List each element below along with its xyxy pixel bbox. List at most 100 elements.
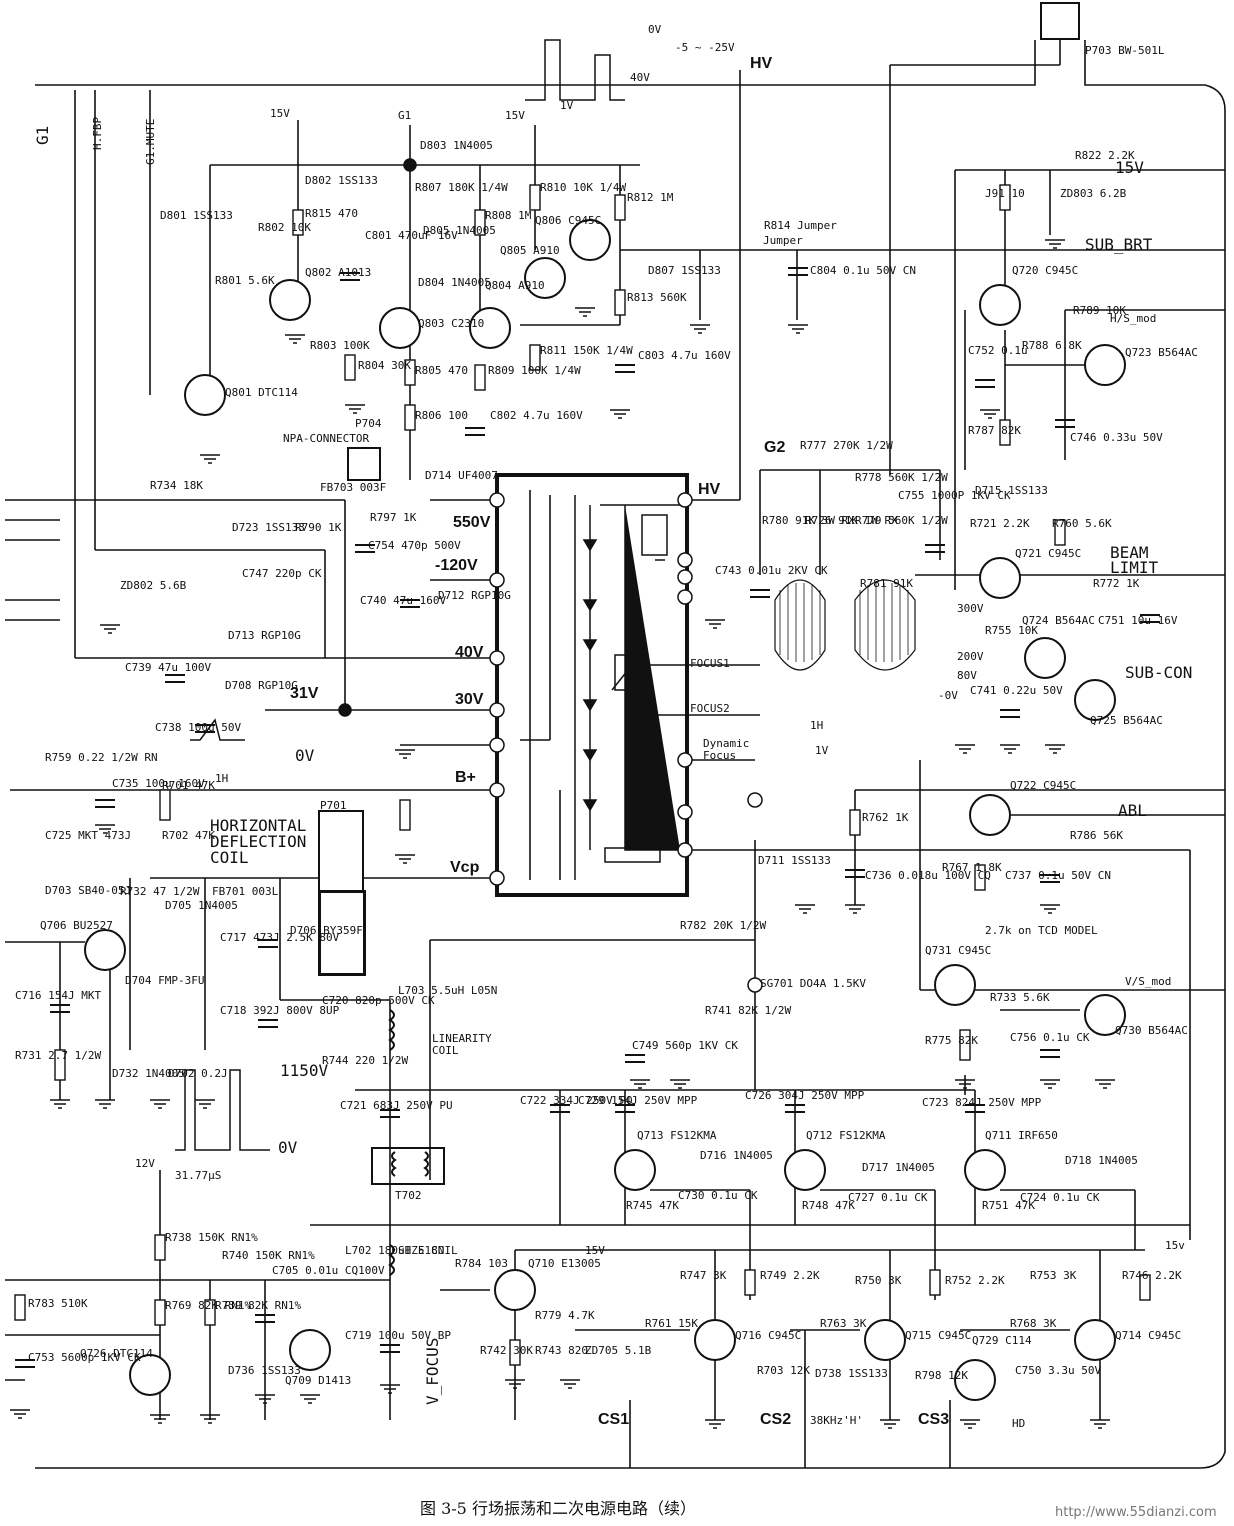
label-neg-supply: -5 ~ -25V bbox=[675, 41, 735, 54]
comp-label: R788 6.8K bbox=[1022, 339, 1082, 352]
comp-label: C727 0.1u CK bbox=[848, 1191, 928, 1204]
signal-38khz: 38KHz'H' bbox=[810, 1414, 863, 1427]
label-15v-bottom: 15V bbox=[585, 1244, 605, 1257]
comp-label: D713 RGP10G bbox=[228, 629, 301, 642]
comp-label: R769 82K RN1% bbox=[165, 1299, 252, 1312]
comp-label: Q731 C945C bbox=[925, 944, 992, 957]
comp-label: C725 MKT 473J bbox=[45, 829, 132, 842]
comp-label: C747 220p CK bbox=[242, 567, 322, 580]
comp-label: C746 0.33u 50V bbox=[1070, 431, 1163, 444]
comp-label: C804 0.1u 50V CN bbox=[810, 264, 916, 277]
comp-label: C803 4.7u 160V bbox=[638, 349, 731, 362]
comp-label: R760 5.6K bbox=[1052, 517, 1112, 530]
comp-label: R789 10K bbox=[1073, 304, 1126, 317]
comp-label: C753 5600p 1KV CK bbox=[28, 1351, 141, 1364]
comp-label: R781 91K bbox=[860, 577, 913, 590]
comp-label: C705 0.01u CQ100V bbox=[272, 1264, 385, 1277]
comp-label: L703 5.5uH L05N bbox=[398, 984, 498, 997]
comp-label: Q712 FS12KMA bbox=[806, 1129, 886, 1142]
comp-label: C755 1000P 1KV CK bbox=[898, 489, 1011, 502]
signal-focus2: FOCUS2 bbox=[690, 702, 730, 715]
comp-label: R786 56K bbox=[1070, 829, 1123, 842]
label-1v-right: 1V bbox=[815, 744, 829, 757]
label-jumper: Jumper bbox=[763, 234, 803, 247]
label-0v-b: 0V bbox=[295, 746, 315, 765]
comp-label: D705 1N4005 bbox=[165, 899, 238, 912]
comp-label: R744 220 1/2W bbox=[322, 1054, 409, 1067]
comp-label: D711 1SS133 bbox=[758, 854, 831, 867]
comp-label: Q729 C114 bbox=[972, 1334, 1032, 1347]
comp-label: C751 10u 16V bbox=[1098, 614, 1178, 627]
label-size-coil: SIZE COIL bbox=[398, 1244, 458, 1257]
comp-label: R733 5.6K bbox=[990, 991, 1050, 1004]
comp-label: R780 91K 3W RX bbox=[762, 514, 855, 527]
comp-label: D715 1SS133 bbox=[975, 484, 1048, 497]
comp-label: Q721 C945C bbox=[1015, 547, 1082, 560]
comp-label: C736 0.018u 100V CQ bbox=[865, 869, 991, 882]
label-0v: 0V bbox=[648, 23, 662, 36]
comp-label: R743 820 bbox=[535, 1344, 588, 1357]
signal-focus1: FOCUS1 bbox=[690, 657, 730, 670]
fbt-pin-bplus: B+ bbox=[455, 769, 476, 786]
comp-label: C752 0.1u bbox=[968, 344, 1028, 357]
label-1h: 1H bbox=[215, 772, 229, 785]
comp-label: Q713 FS12KMA bbox=[637, 1129, 717, 1142]
comp-label: D718 1N4005 bbox=[1065, 1154, 1138, 1167]
comp-label: D804 1N4005 bbox=[418, 276, 491, 289]
comp-label: Q802 A1013 bbox=[305, 266, 372, 279]
label-1h-right: 1H bbox=[810, 719, 824, 732]
comp-label: D708 RGP10G bbox=[225, 679, 298, 692]
label-80v: 80V bbox=[957, 669, 977, 682]
comp-label: R749 2.2K bbox=[760, 1269, 820, 1282]
comp-label: R772 1K bbox=[1093, 577, 1140, 590]
label-300v: 300V bbox=[957, 602, 984, 615]
comp-label: R822 2.2K bbox=[1075, 149, 1135, 162]
comp-label: C723 824J 250V MPP bbox=[922, 1096, 1042, 1109]
comp-label: R801 5.6K bbox=[215, 274, 275, 287]
comp-label: C756 0.1u CK bbox=[1010, 1031, 1090, 1044]
comp-label: R803 100K bbox=[310, 339, 370, 352]
comp-label: R740 150K RN1% bbox=[222, 1249, 315, 1262]
comp-label: C729 154J 250V MPP bbox=[578, 1094, 698, 1107]
comp-label: R767 1.8K bbox=[942, 861, 1002, 874]
comp-label: C724 0.1u CK bbox=[1020, 1191, 1100, 1204]
comp-label: R797 1K bbox=[370, 511, 417, 524]
comp-label: R813 560K bbox=[627, 291, 687, 304]
comp-label: R779 560K 1/2W bbox=[855, 514, 948, 527]
comp-label: C718 392J 800V 8UP bbox=[220, 1004, 340, 1017]
comp-label: R807 180K 1/4W bbox=[415, 181, 508, 194]
comp-label: R742 30K bbox=[480, 1344, 533, 1357]
comp-label: R745 47K bbox=[626, 1199, 679, 1212]
comp-label: C802 4.7u 160V bbox=[490, 409, 583, 422]
comp-label: C735 100u 160V bbox=[112, 777, 205, 790]
signal-limit: LIMIT bbox=[1110, 558, 1159, 577]
comp-label: R778 560K 1/2W bbox=[855, 471, 948, 484]
comp-label: Q726 DTC114 bbox=[80, 1347, 153, 1360]
comp-label: R784 103 bbox=[455, 1257, 508, 1270]
comp-label: R755 10K bbox=[985, 624, 1038, 637]
signal-sub-brt: SUB_BRT bbox=[1085, 235, 1153, 254]
comp-label: Q801 DTC114 bbox=[225, 386, 298, 399]
signal-focus: Focus bbox=[703, 749, 737, 762]
label-period: 31.77μS bbox=[175, 1169, 222, 1182]
fbt-pin-550v: 550V bbox=[453, 514, 491, 531]
comp-label: R805 470 bbox=[415, 364, 468, 377]
comp-label: Q723 B564AC bbox=[1125, 346, 1198, 359]
comp-label: C750 3.3u 50V bbox=[1015, 1364, 1102, 1377]
comp-label: R762 1K bbox=[862, 811, 909, 824]
comp-label: Q722 C945C bbox=[1010, 779, 1077, 792]
comp-label: C740 47u 160V bbox=[360, 594, 447, 607]
comp-label: C719 100u 50V BP bbox=[345, 1329, 451, 1342]
comp-label: R732 47 1/2W bbox=[120, 885, 200, 898]
comp-label: R777 270K 1/2W bbox=[800, 439, 893, 452]
label-1150v: 1150V bbox=[280, 1061, 329, 1080]
comp-label: C738 100u 50V bbox=[155, 721, 242, 734]
comp-label: C741 0.22u 50V bbox=[970, 684, 1063, 697]
comp-label: D732 1N4005 bbox=[112, 1067, 185, 1080]
comp-label: D802 1SS133 bbox=[305, 174, 378, 187]
comp-label: D716 1N4005 bbox=[700, 1149, 773, 1162]
comp-label: C726 304J 250V MPP bbox=[745, 1089, 865, 1102]
comp-label: R703 12K bbox=[757, 1364, 810, 1377]
comp-label: C801 470uF 16V bbox=[365, 229, 458, 242]
